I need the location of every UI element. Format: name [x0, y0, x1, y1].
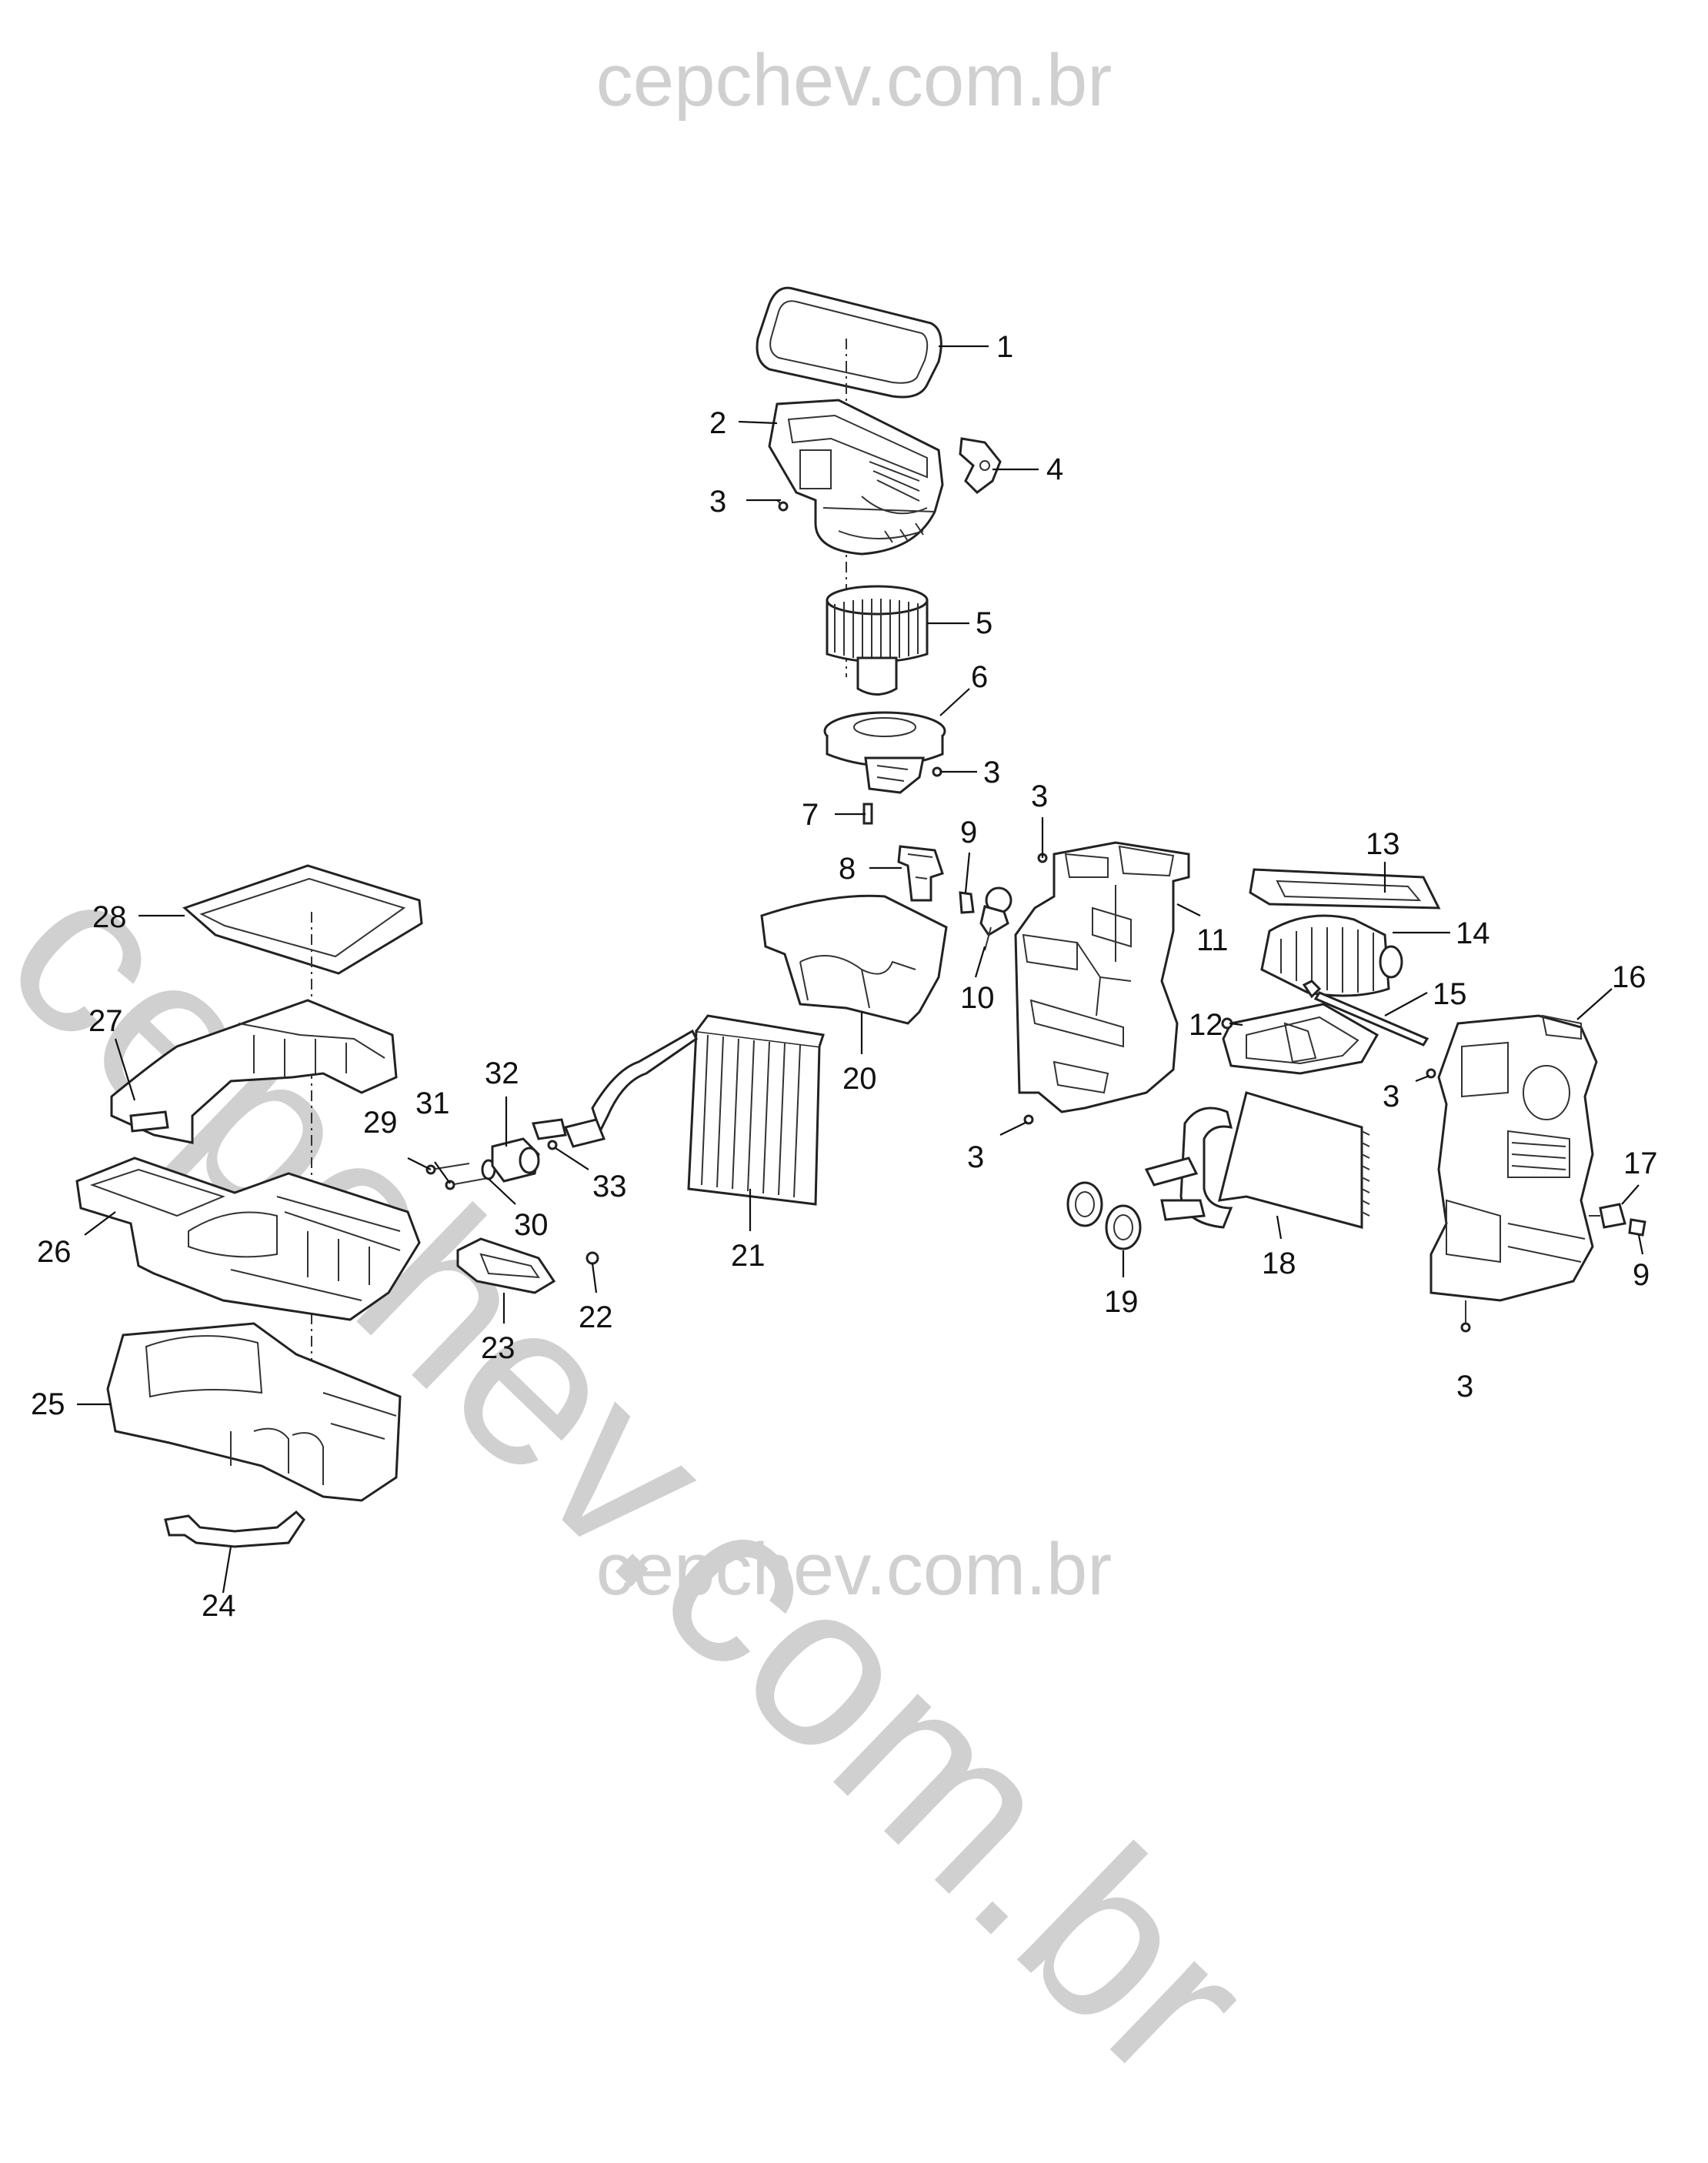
callout-19: 19	[1104, 1285, 1139, 1319]
callout-26: 26	[37, 1235, 72, 1269]
callout-25: 25	[31, 1387, 65, 1421]
part-12-sensor-frame	[1221, 1003, 1379, 1075]
callout-7: 7	[802, 798, 819, 832]
callout-24: 24	[202, 1589, 236, 1623]
part-13-door-seal	[1249, 868, 1441, 910]
part-26-lower-case	[75, 1157, 421, 1321]
callout-4: 4	[1046, 452, 1063, 486]
callout-leader-lines	[77, 345, 1644, 1594]
part-3-screw-b	[932, 766, 942, 777]
part-2-blower-upper-housing	[768, 399, 944, 556]
callout-20: 20	[842, 1062, 877, 1096]
part-33-valve-seal	[531, 1118, 567, 1150]
callout-9a: 9	[960, 816, 977, 850]
parts-drawing: 1 2 3 4 5 6 3 7 3 9 8 10 11 13 14 15 12 …	[31, 286, 1658, 1623]
callout-3f: 3	[967, 1140, 984, 1174]
part-14-temperature-door	[1260, 914, 1403, 997]
part-5-blower-fan-motor	[826, 585, 929, 696]
callout-17: 17	[1623, 1147, 1658, 1180]
part-21-evaporator-core	[563, 1014, 825, 1206]
part-9-clip-b	[1628, 1218, 1646, 1237]
part-3-screw-a	[776, 499, 789, 512]
callout-13: 13	[1366, 827, 1400, 861]
callout-12: 12	[1189, 1008, 1223, 1042]
callout-27: 27	[88, 1004, 123, 1038]
callout-14: 14	[1456, 916, 1490, 950]
part-22-screw	[585, 1251, 599, 1265]
part-20-evaporator-seal	[760, 894, 948, 1025]
part-4-actuator-bracket	[959, 437, 1002, 494]
part-15-door-shaft	[1302, 980, 1429, 1046]
callout-3a: 3	[709, 485, 726, 519]
callout-28: 28	[92, 900, 127, 934]
part-6-blower-lower-housing	[823, 711, 946, 794]
callout-2: 2	[709, 406, 726, 440]
part-27-upper-duct	[110, 999, 398, 1144]
callout-29: 29	[363, 1106, 398, 1140]
callout-3b: 3	[983, 756, 1000, 789]
callout-30: 30	[514, 1208, 549, 1242]
callout-33: 33	[592, 1170, 627, 1203]
part-11-heater-case-center	[1014, 841, 1190, 1113]
part-29-bolt	[425, 1163, 470, 1175]
callout-5: 5	[976, 606, 992, 640]
callout-3d: 3	[1383, 1080, 1399, 1113]
callout-labels: 1 2 3 4 5 6 3 7 3 9 8 10 11 13 14 15 12 …	[31, 330, 1658, 1623]
part-1-air-filter	[756, 286, 942, 399]
callout-3e: 3	[1456, 1370, 1473, 1404]
part-16-heater-case-right	[1429, 1014, 1598, 1302]
part-3-screw-e	[1460, 1300, 1471, 1333]
part-10-actuator-motor	[979, 886, 1012, 951]
part-28-filter-frame	[182, 864, 423, 975]
part-32-expansion-valve	[491, 1137, 540, 1183]
part-23-gasket-plate	[456, 1237, 556, 1294]
callout-11: 11	[1196, 923, 1229, 957]
part-17-temperature-sensor	[1589, 1203, 1626, 1229]
callout-16: 16	[1612, 960, 1646, 994]
watermark-bottom: cepchev.com.br	[595, 1528, 1113, 1611]
callout-6: 6	[971, 660, 988, 694]
callout-15: 15	[1433, 977, 1467, 1011]
part-9-clip-a	[959, 891, 975, 914]
callout-31: 31	[415, 1087, 450, 1120]
watermark-top: cepchev.com.br	[595, 39, 1113, 122]
exploded-parts-diagram: cepchev.com.br cepchev.com.br cepchev.co…	[0, 39, 1658, 2127]
callout-3c: 3	[1031, 779, 1048, 813]
callout-22: 22	[579, 1300, 613, 1334]
callout-18: 18	[1262, 1247, 1296, 1280]
callout-21: 21	[731, 1239, 766, 1273]
callout-9b: 9	[1633, 1258, 1650, 1292]
callout-23: 23	[481, 1331, 515, 1365]
callout-1: 1	[996, 330, 1013, 364]
part-18-heater-core	[1144, 1091, 1370, 1229]
part-19-pipe-caps	[1066, 1181, 1142, 1250]
callout-32: 32	[485, 1056, 519, 1090]
part-25-base-case	[106, 1322, 402, 1502]
callout-10: 10	[960, 981, 995, 1015]
part-8-blower-resistor	[897, 845, 944, 902]
callout-8: 8	[839, 852, 856, 886]
part-24-drain-hose	[164, 1510, 305, 1548]
